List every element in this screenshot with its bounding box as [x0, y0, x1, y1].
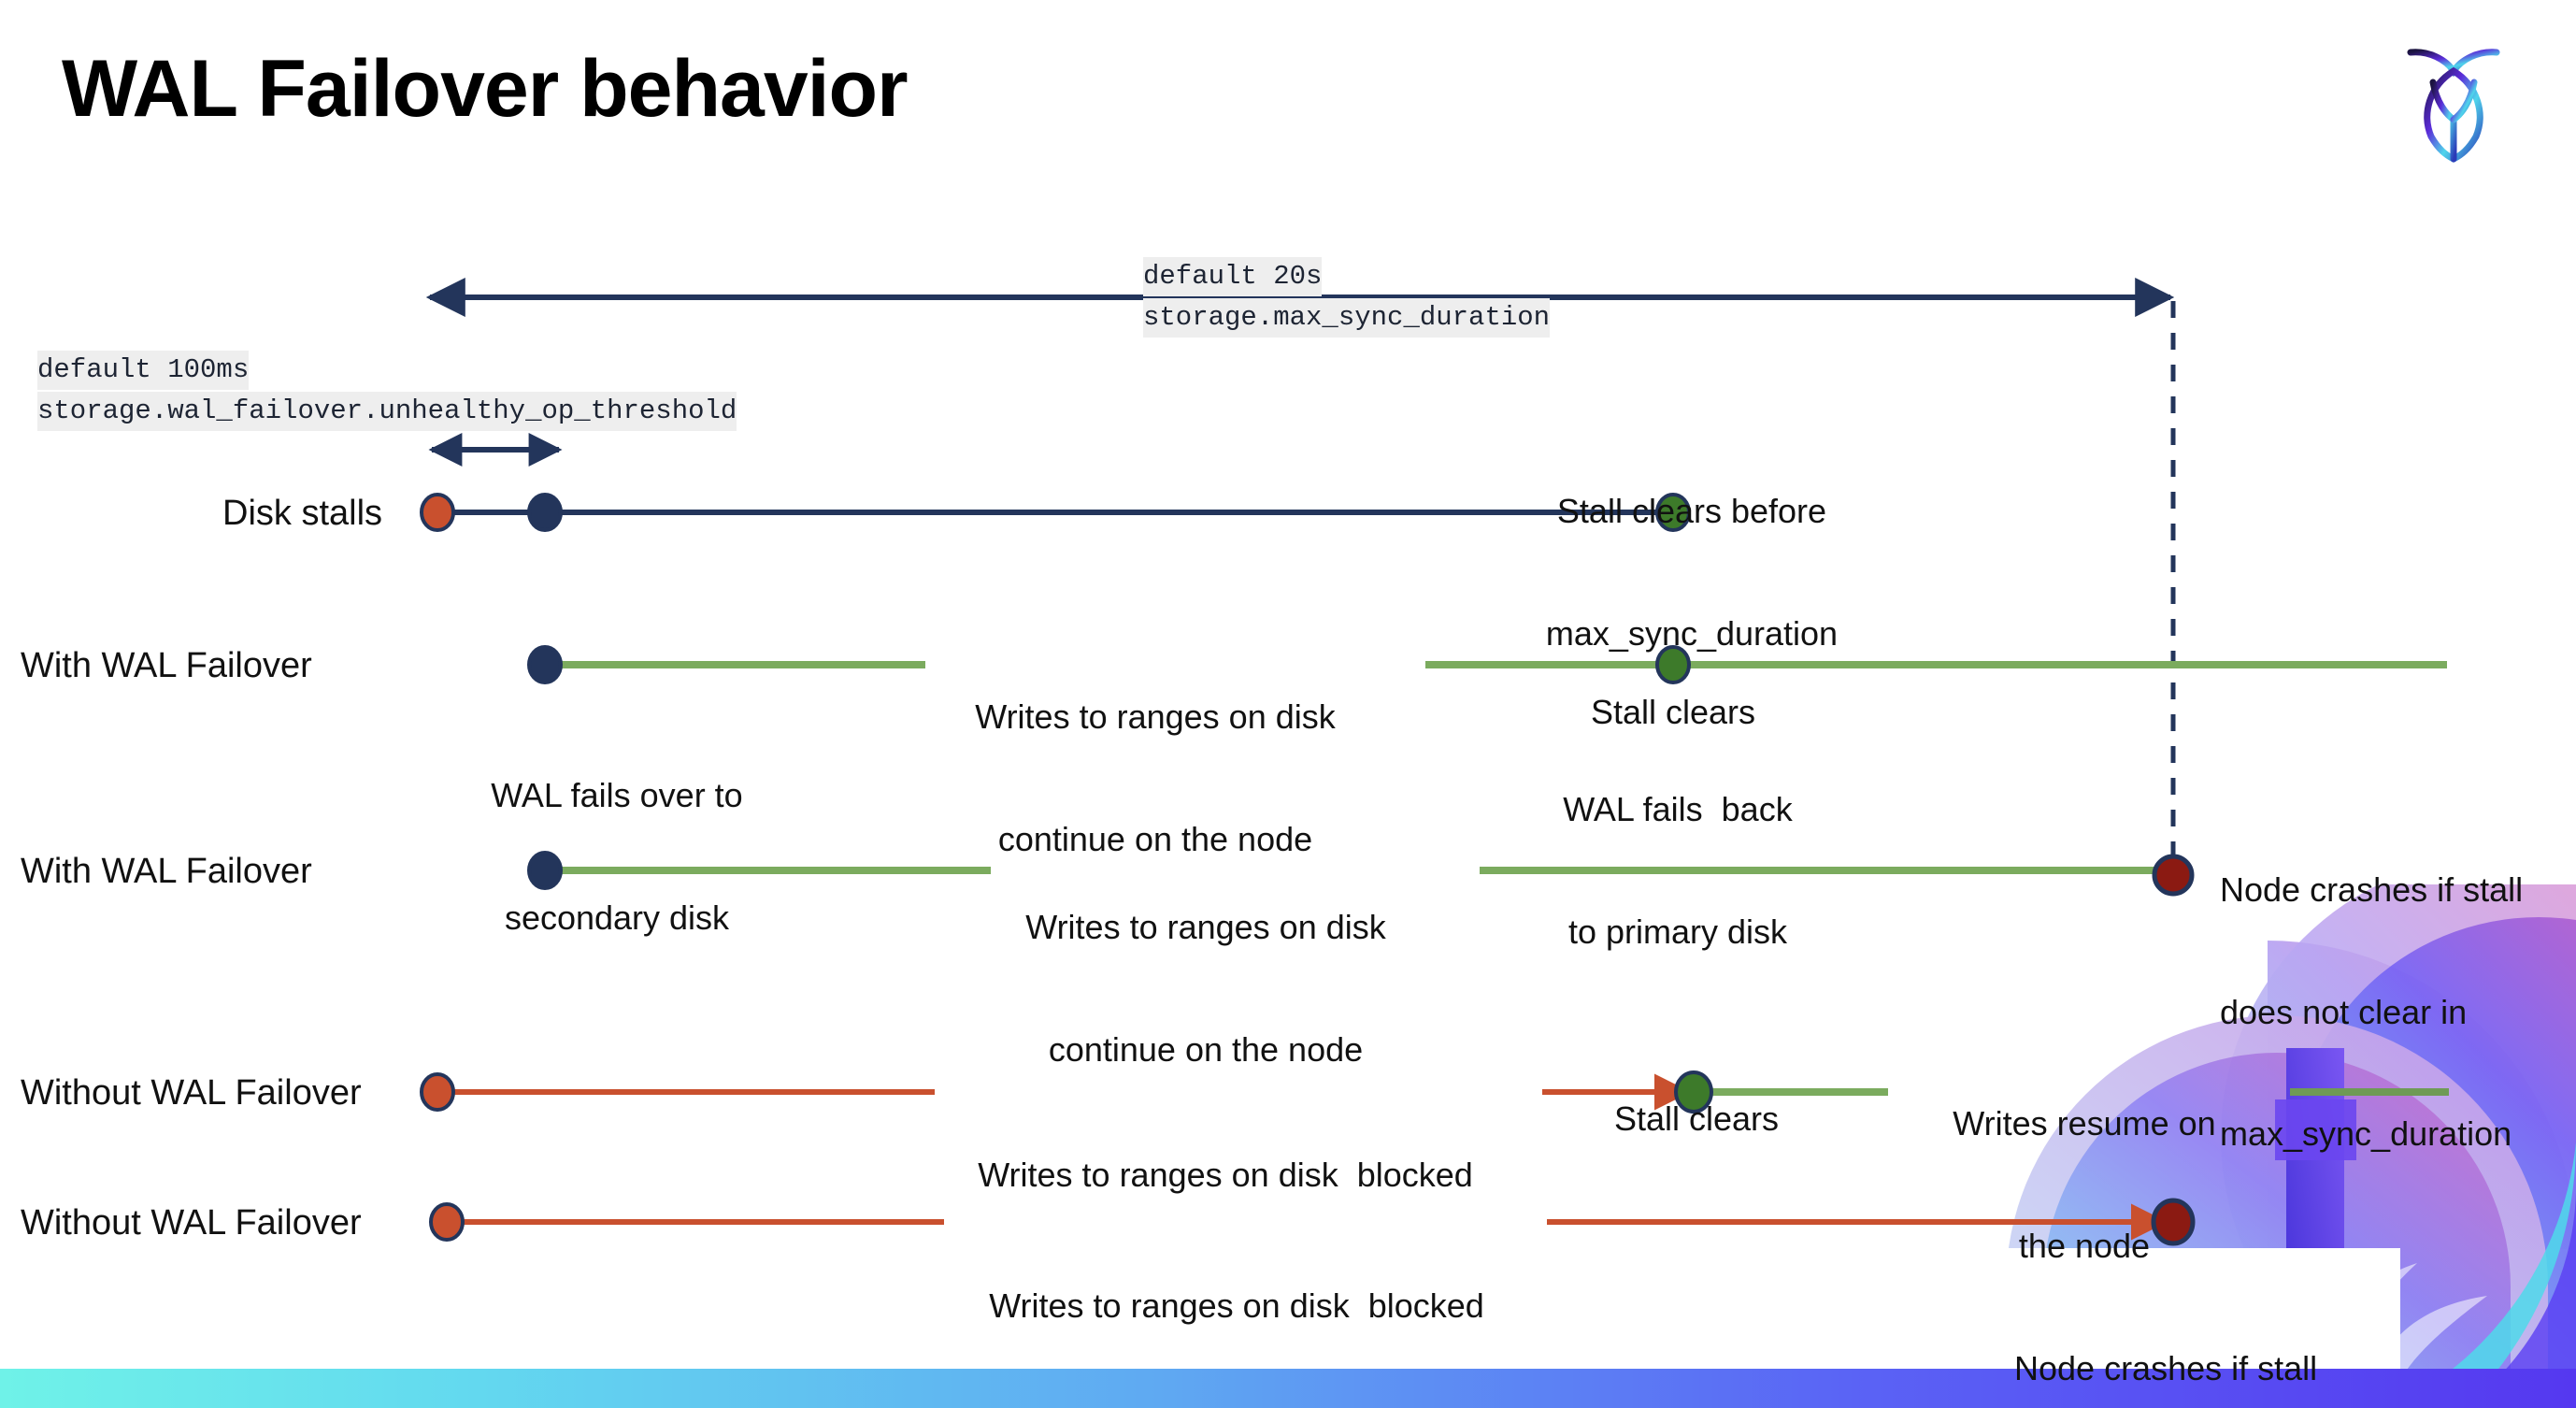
- max-sync-duration-setting: storage.max_sync_duration: [1143, 298, 1551, 338]
- marker-stall-clears: [1655, 493, 1691, 532]
- marker-stall-start: [420, 493, 455, 532]
- max-sync-duration-default: default 20s: [1143, 257, 1323, 297]
- marker-stall-start: [420, 1072, 455, 1112]
- page-title: WAL Failover behavior: [62, 44, 909, 134]
- row-label-with-wal-failover-2: With WAL Failover: [21, 852, 312, 891]
- callout-writes-blocked-2: Writes to ranges on disk blocked: [989, 1286, 1484, 1326]
- marker-stall-clears: [1674, 1070, 1713, 1113]
- timeline-row-with-wal-failover-crashes: [527, 851, 2195, 897]
- callout-backdrop: [1980, 1248, 2400, 1370]
- callout-stall-clears-3: Stall clears: [1613, 1099, 1780, 1139]
- marker-failover: [527, 851, 563, 890]
- callout-wal-fails-over: WAL fails over to secondary disk: [491, 776, 743, 937]
- marker-stall-clears: [1655, 645, 1691, 684]
- callout-stall-clears-before: Stall clears before max_sync_duration: [1545, 492, 1839, 653]
- bottom-gradient-bar: [0, 1369, 2576, 1408]
- unhealthy-op-threshold-default: default 100ms: [37, 351, 250, 391]
- marker-node-crash: [2152, 854, 2195, 897]
- marker-stall-start: [429, 1202, 465, 1242]
- marker-failover: [527, 645, 563, 684]
- marker-node-crash: [2151, 1198, 2196, 1246]
- timeline-row-disk-stalls: [420, 493, 1691, 532]
- callout-writes-continue-1: Writes to ranges on disk continue on the…: [975, 697, 1336, 858]
- row-label-without-wal-failover-1: Without WAL Failover: [21, 1073, 362, 1113]
- callout-node-crashes-2: Node crashes if stall does not clear in …: [2014, 1349, 2318, 1388]
- row-label-without-wal-failover-2: Without WAL Failover: [21, 1203, 362, 1243]
- callout-node-crashes-1: Node crashes if stall does not clear in …: [2220, 870, 2524, 1154]
- unhealthy-op-threshold-setting: storage.wal_failover.unhealthy_op_thresh…: [37, 392, 737, 432]
- timeline-row-without-wal-failover-recovers: [420, 1070, 2449, 1113]
- callout-writes-continue-2: Writes to ranges on disk continue on the…: [1025, 908, 1386, 1069]
- row-label-with-wal-failover-1: With WAL Failover: [21, 646, 312, 685]
- callout-wal-fails-back: WAL fails back to primary disk: [1563, 790, 1793, 951]
- timeline-row-with-wal-failover-recovers: [527, 645, 2447, 684]
- row-label-disk-stalls: Disk stalls: [222, 494, 383, 533]
- callout-writes-resume: Writes resume on the node: [1953, 1104, 2216, 1265]
- callout-writes-blocked-1: Writes to ranges on disk blocked: [978, 1156, 1473, 1195]
- cockroachdb-logo: [2407, 49, 2500, 163]
- callout-stall-clears-2: Stall clears: [1590, 693, 1756, 732]
- timeline-row-without-wal-failover-crashes: [429, 1198, 2196, 1246]
- marker-failover: [527, 493, 563, 532]
